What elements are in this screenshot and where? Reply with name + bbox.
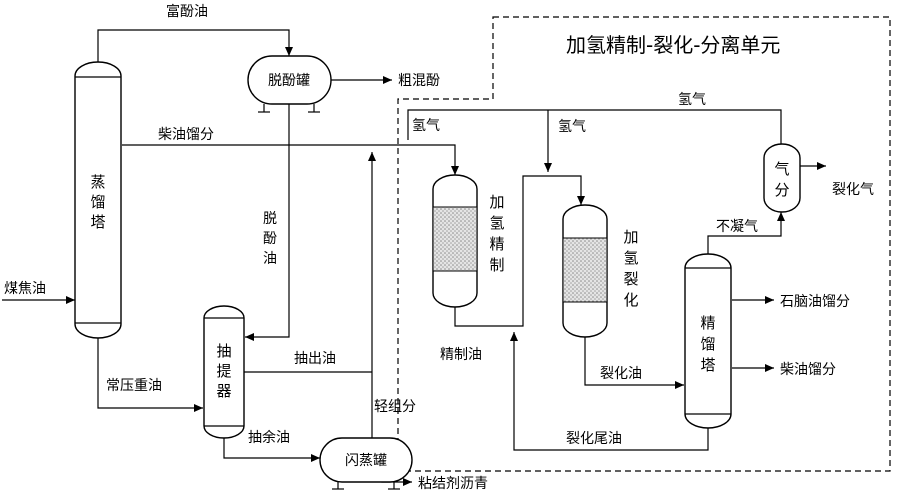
cracking-tail-oil-label: 裂化尾油 — [566, 431, 622, 447]
gas-separator-label-1: 气 — [774, 160, 789, 178]
hydrorefining-label-3: 精 — [489, 235, 504, 253]
hydrorefining-reactor — [432, 174, 478, 308]
hydrocracking-reactor — [562, 204, 608, 338]
hydrocracking-label-3: 裂 — [623, 270, 638, 288]
diesel-fraction-line — [122, 144, 459, 175]
diesel-product-label: 柴油馏分 — [780, 362, 836, 378]
hydrogen-mid-label: 氢气 — [558, 119, 586, 135]
hydrorefining-label-2: 氢 — [489, 214, 504, 232]
fractionator-label-1: 精 — [700, 314, 715, 332]
naphtha-label: 石脑油馏分 — [780, 294, 850, 310]
dephenolized-oil-label-2: 酚 — [263, 231, 277, 247]
cracked-gas-label: 裂化气 — [832, 182, 874, 198]
hydrorefining-label-4: 制 — [489, 256, 504, 274]
diesel-fraction-top-label: 柴油馏分 — [158, 127, 214, 143]
hydrorefining-label-1: 加 — [489, 193, 504, 211]
noncondensable-gas-label: 不凝气 — [716, 219, 758, 235]
cracking-tail-oil-line — [510, 332, 709, 451]
distillation-tower-label-3: 塔 — [90, 213, 105, 231]
distillation-tower-label-2: 馏 — [90, 193, 105, 211]
refined-oil-line — [454, 175, 585, 327]
hydrocracking-label-4: 化 — [623, 291, 638, 309]
hydrocracking-label-1: 加 — [623, 228, 638, 246]
flash-tank: 闪蒸罐 — [319, 437, 413, 490]
distillation-tower: 蒸 馏 塔 — [74, 61, 122, 339]
cracked-oil-line — [584, 337, 684, 389]
dephenolized-oil-line — [245, 104, 290, 341]
noncondensable-gas-line — [707, 212, 785, 254]
crude-phenol-label: 粗混酚 — [398, 73, 440, 89]
hydrogen-left-label: 氢气 — [412, 118, 440, 134]
distillation-tower-label-1: 蒸 — [90, 173, 105, 191]
dephenolized-oil-label-3: 油 — [263, 251, 277, 267]
hydrogen-main-line — [407, 109, 782, 144]
gas-separator-label-2: 分 — [774, 181, 789, 199]
cracked-oil-label: 裂化油 — [600, 366, 642, 382]
binder-pitch-label: 粘结剂沥青 — [418, 476, 488, 492]
hydrogen-top-label: 氢气 — [678, 92, 706, 108]
dephenolized-oil-label-1: 脱 — [263, 211, 277, 227]
raffinate-oil-label: 抽余油 — [248, 429, 290, 446]
dephenol-tank-label: 脱酚罐 — [268, 73, 310, 89]
unit-title: 加氢精制-裂化-分离单元 — [566, 33, 780, 57]
rich-phenol-oil-label: 富酚油 — [166, 3, 208, 20]
flash-tank-label: 闪蒸罐 — [345, 453, 387, 469]
hydrocracking-label-2: 氢 — [623, 249, 638, 267]
gas-separator: 气 分 — [763, 143, 801, 213]
extract-oil-label: 抽出油 — [294, 351, 336, 367]
dephenol-tank: 脱酚罐 — [247, 55, 332, 113]
raffinate-oil-line — [223, 436, 320, 462]
fractionator: 精 馏 塔 — [684, 253, 732, 429]
fractionator-label-3: 塔 — [700, 356, 715, 374]
extractor-label-2: 提 — [216, 362, 231, 380]
coal-tar-label: 煤焦油 — [4, 281, 46, 297]
refined-oil-label: 精制油 — [440, 347, 482, 363]
atmospheric-heavy-oil-line — [97, 336, 203, 412]
fractionator-label-2: 馏 — [700, 335, 715, 353]
extractor: 抽 提 器 — [203, 305, 245, 439]
atmospheric-heavy-oil-label: 常压重油 — [106, 378, 162, 394]
extractor-label-3: 器 — [216, 382, 231, 400]
rich-phenol-oil-line — [97, 29, 293, 64]
light-component-label: 轻组分 — [374, 399, 416, 415]
extractor-label-1: 抽 — [216, 342, 231, 360]
